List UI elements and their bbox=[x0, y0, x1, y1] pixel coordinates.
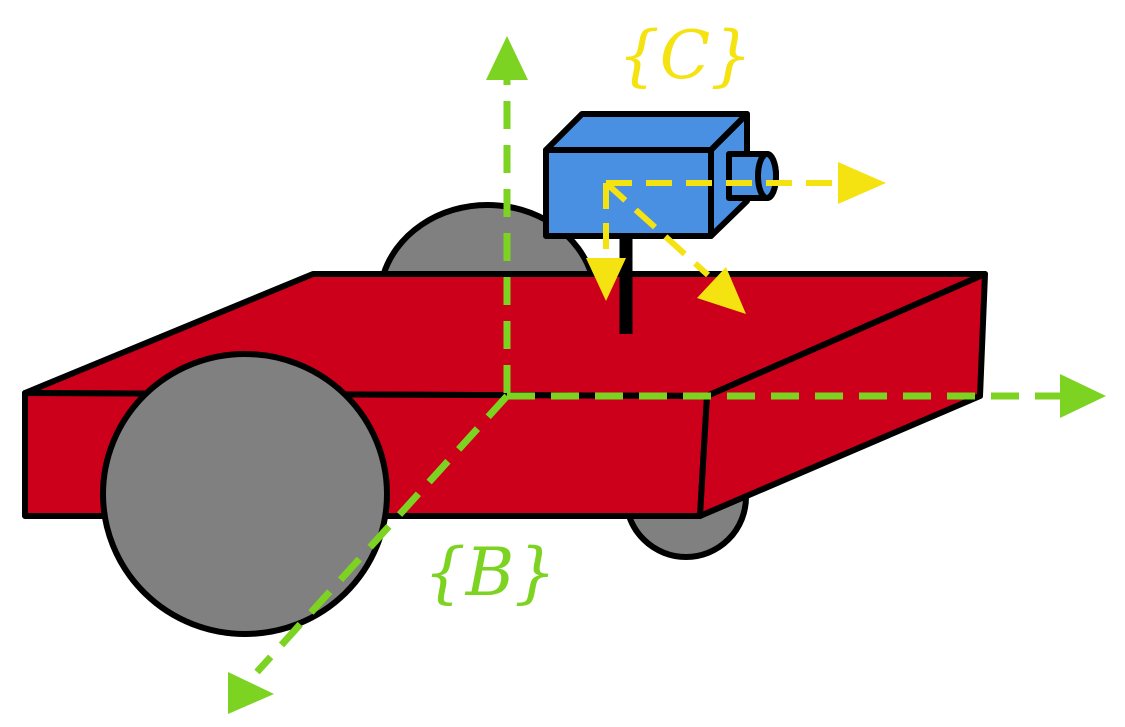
body-frame-y-axis bbox=[254, 393, 510, 675]
body-frame-x-arrowhead bbox=[1060, 374, 1106, 418]
body-frame-axes bbox=[228, 36, 1106, 714]
camera-lens-face bbox=[755, 151, 779, 201]
camera-frame-y-arrowhead bbox=[586, 258, 626, 301]
body-frame-label: {B} bbox=[424, 534, 556, 611]
camera-frame-axes bbox=[586, 162, 886, 314]
camera-frame-label: {C} bbox=[618, 17, 752, 94]
camera-frame-x-axis bbox=[603, 180, 711, 278]
front-wheel bbox=[100, 351, 390, 637]
camera-frame-x-arrowhead bbox=[697, 267, 746, 314]
rear-wheel bbox=[380, 202, 595, 279]
camera-front-face bbox=[543, 147, 714, 239]
camera-frame-z-arrowhead bbox=[838, 162, 886, 204]
body-frame-y-arrowhead bbox=[228, 672, 274, 714]
body-frame-z-arrowhead bbox=[486, 36, 528, 80]
